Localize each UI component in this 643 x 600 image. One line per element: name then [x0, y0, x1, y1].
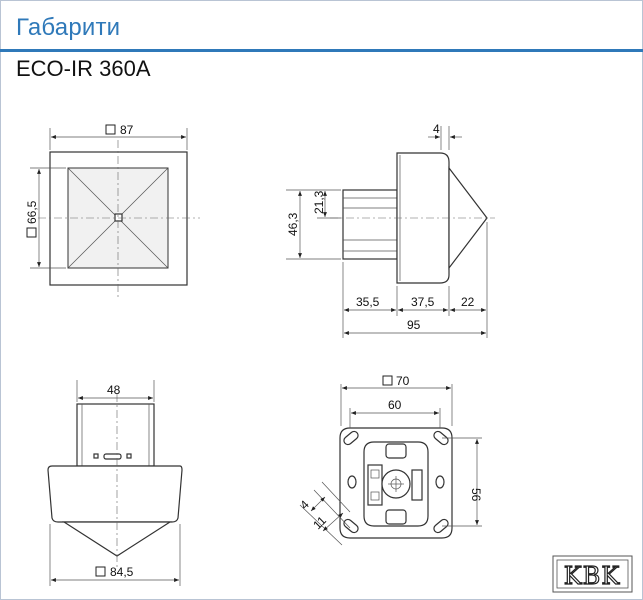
page-title: Габарити [16, 14, 121, 41]
mount-slot-a-label: 4 [297, 497, 312, 512]
model-name: ECO-IR 360A [16, 56, 151, 81]
front-height-label: 66,5 [25, 200, 39, 224]
kbk-logo: KBK [552, 555, 633, 593]
profile-diameter-label: 84,5 [110, 565, 134, 579]
profile-housing [47, 465, 183, 523]
side-depth-b-label: 37,5 [411, 295, 435, 309]
title-rule [0, 49, 643, 52]
front-center-sensor [114, 213, 123, 222]
square-symbol [95, 566, 106, 577]
mount-inner-label: 60 [388, 398, 402, 412]
mount-outer-label: 70 [396, 374, 410, 388]
square-symbol [26, 227, 37, 238]
mount-height-label: 56 [469, 488, 483, 502]
mounting-plate-view: 70 60 56 4 11 [297, 374, 483, 546]
front-width-label: 87 [120, 123, 134, 137]
front-view: 87 66,5 [25, 123, 200, 298]
side-inner-height-label: 21,3 [312, 190, 326, 214]
side-total-label: 95 [407, 318, 421, 332]
side-depth-c-label: 22 [461, 295, 475, 309]
side-gap-label: 4 [433, 122, 440, 136]
square-symbol [382, 375, 393, 386]
side-outer-height-label: 46,3 [286, 212, 300, 236]
side-view: 4 46,3 21,3 35,5 37,5 22 95 [286, 122, 495, 338]
square-symbol [105, 124, 116, 135]
profile-top-width-label: 48 [107, 383, 121, 397]
profile-view: 48 84,5 [47, 380, 183, 586]
side-mounting-box [342, 189, 398, 260]
side-depth-a-label: 35,5 [356, 295, 380, 309]
mount-slot-b-label: 11 [310, 513, 329, 532]
logo-text: KBK [564, 562, 621, 590]
